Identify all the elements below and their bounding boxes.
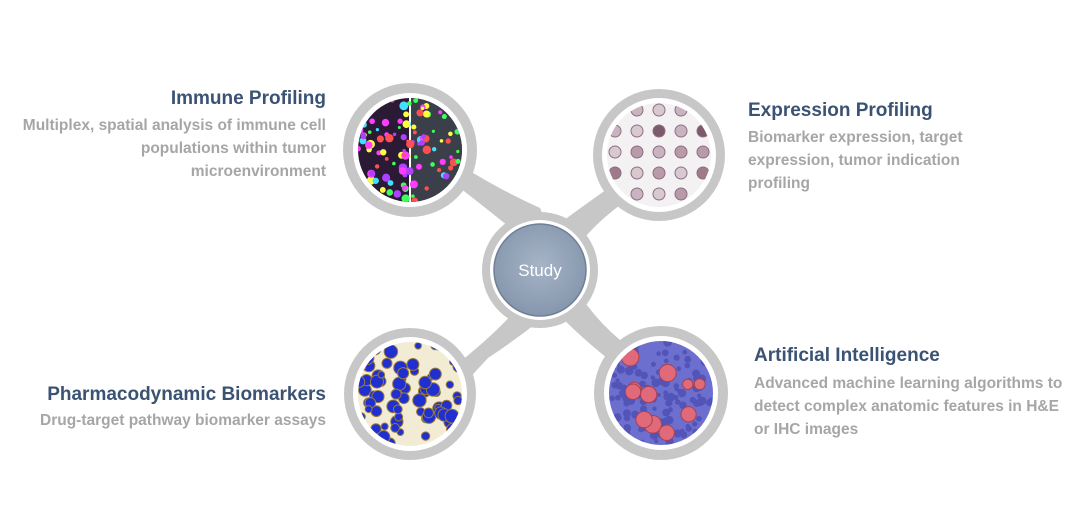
study-center-circle[interactable] xyxy=(493,223,587,317)
immune-profiling-description: Multiplex, spatial analysis of immune ce… xyxy=(22,117,326,180)
study-center-label: Study xyxy=(518,261,562,280)
artificial-intelligence-description: Advanced machine learning algorithms to … xyxy=(754,375,1063,438)
pharmacodynamic-biomarkers-title: Pharmacodynamic Biomarkers xyxy=(47,384,326,405)
immune-profiling-title: Immune Profiling xyxy=(170,88,326,109)
expression-profiling-title: Expression Profiling xyxy=(748,100,933,121)
expression-profiling-description: Biomarker expression, target expression,… xyxy=(748,129,963,192)
artificial-intelligence-title: Artificial Intelligence xyxy=(754,345,940,366)
pharmacodynamic-biomarkers-description: Drug-target pathway biomarker assays xyxy=(40,412,326,429)
tissue-microarray-image-icon xyxy=(607,103,711,207)
multiplex-fluorescence-image-icon xyxy=(358,98,462,202)
he-tissue-image-icon xyxy=(609,341,713,445)
